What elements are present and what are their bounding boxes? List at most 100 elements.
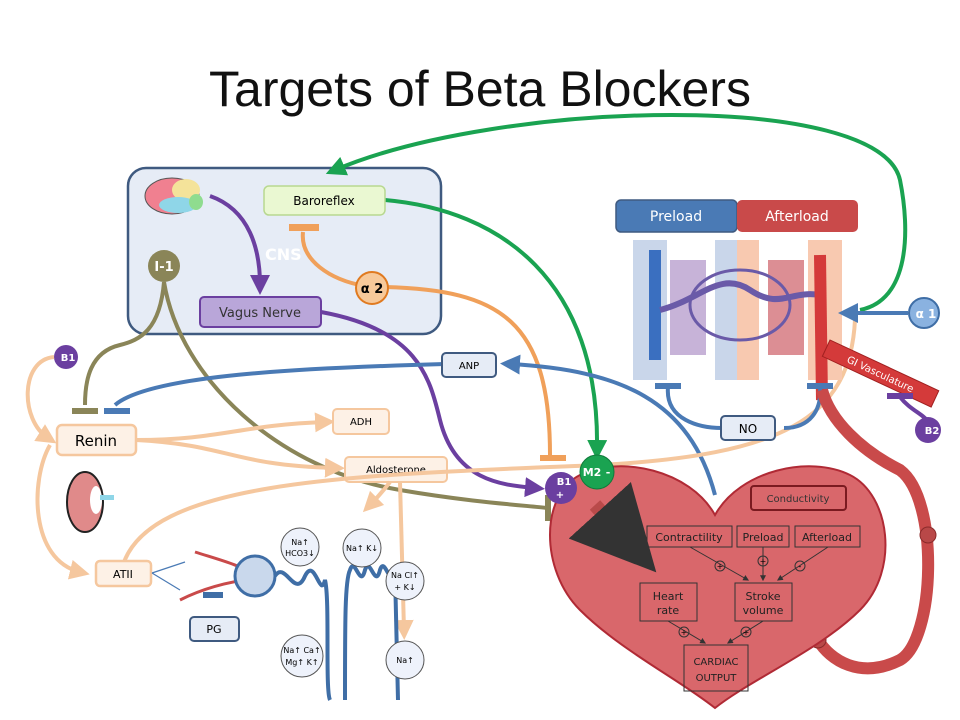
cardiac-output-label-1: CARDIAC: [693, 657, 738, 668]
conductivity-box: [750, 485, 847, 511]
orange-inhibit-bar-baroreflex: [289, 224, 319, 231]
cardiac-output-label-2: OUTPUT: [696, 673, 738, 684]
svg-text:Na↑ Ca↑: Na↑ Ca↑: [283, 646, 320, 655]
vessel-node: [919, 526, 937, 544]
afterload-header-label: Afterload: [765, 209, 829, 225]
m2-sign: -: [606, 466, 611, 479]
green-arrow-top: [325, 113, 908, 312]
peach-arrow-left-atii: [35, 444, 90, 580]
heart-flow-arrows: [667, 546, 829, 644]
i1-receptor: I-1: [148, 250, 180, 282]
vagus-nerve-label: Vagus Nerve: [219, 306, 301, 321]
orange-line-alpha2-heart: [384, 285, 552, 456]
svg-text:Mg↑ K↑: Mg↑ K↑: [285, 658, 318, 667]
adh-box: [332, 408, 390, 435]
orange-inhibit-bar-heart: [540, 455, 566, 461]
atii-arrows: [151, 561, 186, 591]
sign-circle: -: [794, 560, 806, 572]
i1-label: I-1: [154, 260, 173, 275]
heart-afterload-label: Afterload: [802, 531, 852, 544]
m2-receptor-heart: M2 -: [579, 454, 615, 490]
blue-line-anp-renin: [113, 362, 446, 407]
page-title: Targets of Beta Blockers: [209, 61, 751, 117]
m2-label: M2: [583, 466, 602, 479]
brain-icon: [144, 177, 203, 215]
b1-heart-label: B1: [557, 477, 572, 488]
blue-inhibit-bar-preload: [655, 383, 681, 389]
nephron: [179, 550, 400, 701]
svg-text:HCO3↓: HCO3↓: [285, 549, 315, 558]
cns-label: CNS: [265, 245, 302, 264]
anp-label: ANP: [459, 361, 479, 372]
sign-circle: +: [678, 626, 690, 638]
svg-text:Na↑: Na↑: [396, 656, 414, 665]
conductivity-label: Conductivity: [767, 494, 830, 505]
sign-circle: +: [740, 626, 752, 638]
olive-inhibit-bar-heart: [545, 495, 551, 521]
aldosterone-label: Aldosterone: [366, 465, 426, 476]
stroke-volume-label-2: volume: [743, 604, 784, 617]
sign-circle: +: [714, 560, 726, 572]
b2-label: B2: [925, 426, 940, 437]
b1-kidney-label: B1: [61, 353, 76, 364]
anp-box: [441, 352, 497, 378]
atii-label: ATII: [113, 568, 133, 581]
alpha1-label: α 1: [916, 307, 937, 321]
kidney-icon: [66, 471, 114, 533]
svg-text:+: +: [743, 628, 750, 637]
b1-heart-sign: +: [556, 490, 564, 501]
baroreflex-box: [263, 185, 386, 216]
olive-line-i1-renin: [83, 281, 166, 406]
alpha2-receptor: α 2: [355, 271, 389, 305]
heart-preload-label: Preload: [743, 531, 784, 544]
ion-circle: Na↑: [385, 640, 425, 680]
svg-text:-: -: [799, 562, 802, 571]
pg-label: PG: [206, 623, 221, 636]
peach-arrow-b1-renin: [25, 355, 57, 444]
green-arrow-baroreflex-m2: [384, 198, 608, 460]
ion-circle: Na↑ Ca↑ Mg↑ K↑: [280, 634, 324, 678]
ion-circle: Na Cl↑ + K↓: [385, 561, 425, 601]
stroke-volume-box: [734, 582, 793, 622]
afterload-header: [737, 200, 858, 232]
vasculature-illustration: [633, 240, 842, 401]
svg-text:+: +: [681, 628, 688, 637]
svg-text:+: +: [717, 562, 724, 571]
b1-receptor-heart: B1 +: [545, 472, 577, 504]
preload-header-label: Preload: [650, 209, 702, 225]
b2-receptor: B2: [915, 417, 941, 443]
olive-inhibit-bar-renin: [72, 408, 98, 414]
alpha2-label: α 2: [361, 282, 384, 297]
contractility-label: Contractility: [655, 531, 723, 544]
svg-text:Na↑: Na↑: [291, 538, 309, 547]
renin-label: Renin: [75, 432, 117, 450]
peach-arrow-aldosterone-nephron: [393, 481, 414, 640]
no-box: [720, 415, 776, 441]
peach-arrow-renin-adh: [135, 412, 335, 442]
orange-line-alpha2-baroreflex: [300, 231, 366, 288]
alpha1-receptor: α 1: [908, 297, 940, 329]
heart-big-arrow: [568, 482, 657, 573]
stroke-volume-label-1: Stroke: [745, 590, 780, 603]
sign-circle: +: [757, 555, 769, 567]
aorta-vessel: [812, 388, 935, 675]
svg-text:+ K↓: + K↓: [394, 583, 415, 592]
no-label: NO: [739, 422, 757, 436]
atii-box: [94, 559, 153, 588]
ion-circle: Na↑ K↓: [342, 528, 382, 568]
cardiac-output-box: [683, 644, 749, 692]
purple-arrow-brain-vagus: [209, 194, 270, 295]
svg-text:Na↑ K↓: Na↑ K↓: [346, 544, 378, 553]
ion-circle: Na↑ HCO3↓: [280, 527, 320, 567]
blue-arrow-heart-anp: [500, 354, 717, 496]
baroreflex-label: Baroreflex: [293, 194, 354, 208]
svg-text:+: +: [760, 557, 767, 566]
contractility-box: [646, 525, 733, 548]
heart-rate-label-2: rate: [657, 604, 680, 617]
b1-receptor-kidney: B1: [54, 345, 78, 369]
heart-rate-label-1: Heart: [653, 590, 684, 603]
blue-inhibit-bar-renin: [104, 408, 130, 414]
purple-inhibit-bar-b2: [887, 393, 913, 399]
adh-label: ADH: [350, 417, 372, 428]
